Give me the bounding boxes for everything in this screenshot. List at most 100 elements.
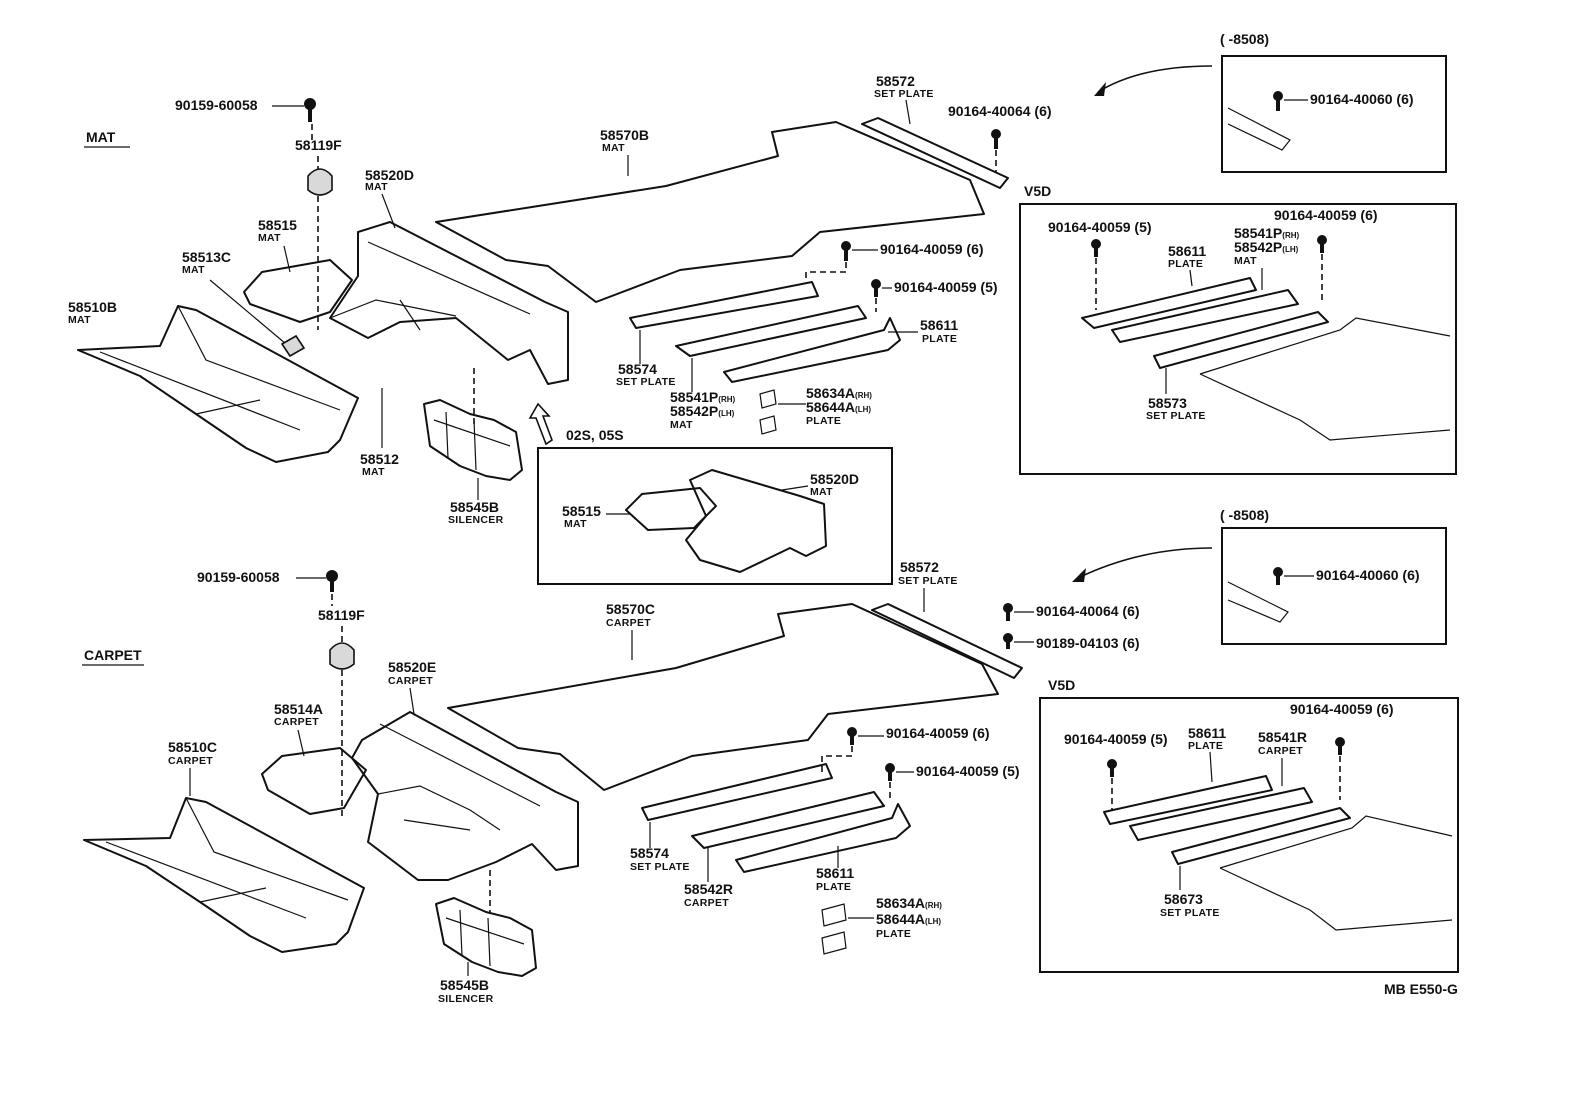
label-v5d-b-58673: 58673 (1164, 891, 1203, 907)
leader (1189, 269, 1193, 287)
leader (381, 193, 396, 229)
set-plate-58572 (861, 117, 1009, 189)
label-58515-desc: MAT (258, 232, 281, 244)
label-58611-top-desc: PLATE (922, 333, 957, 345)
label-58634A-b-side: (RH) (925, 901, 942, 910)
v5d-plate-58611 (1081, 277, 1257, 329)
label-58572-b: 58572 (900, 559, 939, 575)
label-v5d-58573-desc: SET PLATE (1146, 410, 1206, 422)
label-58545B-desc: SILENCER (448, 514, 504, 526)
label-58520D: 58520D (365, 167, 414, 183)
contour (445, 909, 525, 967)
cab-floor-carpet-58510C (83, 797, 365, 953)
leader (781, 485, 809, 491)
bolt-icon (1317, 235, 1327, 253)
side-carpet-58542R (691, 791, 885, 849)
v5d-b-plate-58611 (1103, 775, 1273, 825)
contour (1227, 581, 1289, 623)
small-plate-rh (759, 389, 777, 409)
range-inset-bottom (1221, 527, 1447, 645)
inset-label-58520D: 58520D (810, 471, 859, 487)
label-58512: 58512 (360, 451, 399, 467)
label-58510B: 58510B (68, 299, 117, 315)
label-58634A-top-desc: PLATE (806, 415, 841, 427)
bolt-icon (1273, 91, 1283, 111)
curved-arrow-icon (1094, 65, 1213, 96)
side-mat-58541P (675, 305, 867, 357)
label-58542P-top-side: (LH) (718, 409, 734, 418)
label-v5d-58542P-side: (LH) (1282, 245, 1298, 254)
contour (329, 241, 531, 331)
leader (209, 279, 287, 345)
v5d-b-carpet-58541R (1129, 787, 1313, 841)
bolt-icon (885, 763, 895, 781)
small-plate-rh-b (821, 903, 847, 927)
up-arrow-icon (528, 402, 553, 446)
mat-section: MAT 90159-60058 58119F 58520D MAT 58515 … (68, 31, 1457, 585)
plate-58611 (723, 317, 901, 383)
clip-icon (307, 168, 333, 196)
label-v5d-b-58611-desc: PLATE (1188, 740, 1223, 752)
label-58514A-desc: CARPET (274, 716, 319, 728)
v5d-b-floor-outline (1219, 815, 1453, 931)
label-v5d-58541P-number: 58541P (1234, 225, 1282, 241)
section-title-carpet: CARPET (84, 647, 142, 663)
label-90164-40059-6-top: 90164-40059 (6) (880, 241, 984, 257)
label-58574-top: 58574 (618, 361, 657, 377)
label-58510C-desc: CARPET (168, 755, 213, 767)
label-58515: 58515 (258, 217, 297, 233)
bolt-icon (1003, 633, 1013, 649)
label-58572-b-desc: SET PLATE (898, 575, 958, 587)
label-v5d-90164-40059-5: 90164-40059 (5) (1048, 219, 1152, 235)
label-58119F-b: 58119F (318, 607, 365, 623)
label-v5d-b-90164-40059-5: 90164-40059 (5) (1064, 731, 1168, 747)
bolt-icon (1335, 737, 1345, 755)
label-58634A-b-number: 58634A (876, 895, 925, 911)
label-58514A: 58514A (274, 701, 323, 717)
label-v5d-b-58611: 58611 (1188, 725, 1226, 741)
small-plate-lh-b (821, 931, 847, 955)
label-v5d-90164-40059-6: 90164-40059 (6) (1274, 207, 1378, 223)
label-58512-desc: MAT (362, 466, 385, 478)
leader (905, 99, 911, 125)
label-58572-desc: SET PLATE (874, 88, 934, 100)
variant-note: 02S, 05S (566, 427, 624, 443)
label-58611-b: 58611 (816, 865, 854, 881)
leader (1209, 751, 1213, 783)
rear-floor-mat-58570B (435, 121, 985, 303)
label-58611-b-desc: PLATE (816, 881, 851, 893)
label-v5d-58573: 58573 (1148, 395, 1187, 411)
label-v5d-58541P: 58541P(RH) (1234, 225, 1300, 241)
inset-tunnel-mat (625, 487, 717, 531)
label-58510B-desc: MAT (68, 314, 91, 326)
label-58574-b: 58574 (630, 845, 669, 861)
label-v5d-58611: 58611 (1168, 243, 1206, 259)
label-v5d-58541P-desc: MAT (1234, 255, 1257, 267)
v5d-label-top: V5D (1024, 183, 1051, 199)
label-90164-40060-top: 90164-40060 (6) (1310, 91, 1414, 107)
label-58574-b-desc: SET PLATE (630, 861, 690, 873)
bolt-icon (1107, 759, 1117, 777)
bolt-icon (1003, 603, 1013, 621)
bolt-icon (1273, 567, 1283, 585)
label-90159-60058-b: 90159-60058 (197, 569, 280, 585)
bolt-icon (326, 570, 338, 592)
v5d-inset-bottom (1039, 697, 1459, 973)
v5d-set-plate-58573 (1153, 311, 1329, 369)
small-plate-lh (759, 415, 777, 435)
label-v5d-b-58541R-desc: CARPET (1258, 745, 1303, 757)
inset-label-58520D-desc: MAT (810, 486, 833, 498)
label-58520D-desc: MAT (365, 181, 388, 193)
label-58634A-top-number: 58634A (806, 385, 855, 401)
label-58570C: 58570C (606, 601, 655, 617)
label-58545B-b-desc: SILENCER (438, 993, 494, 1005)
label-90164-40059-5-b: 90164-40059 (5) (916, 763, 1020, 779)
contour (1227, 107, 1291, 151)
bolt-icon (847, 727, 857, 745)
contour (105, 797, 349, 919)
shape (280, 334, 306, 358)
inset-front-mat (685, 469, 827, 573)
v5d-floor-outline (1199, 317, 1451, 441)
inset-label-58515: 58515 (562, 503, 601, 519)
label-58644A-b-number: 58644A (876, 911, 925, 927)
